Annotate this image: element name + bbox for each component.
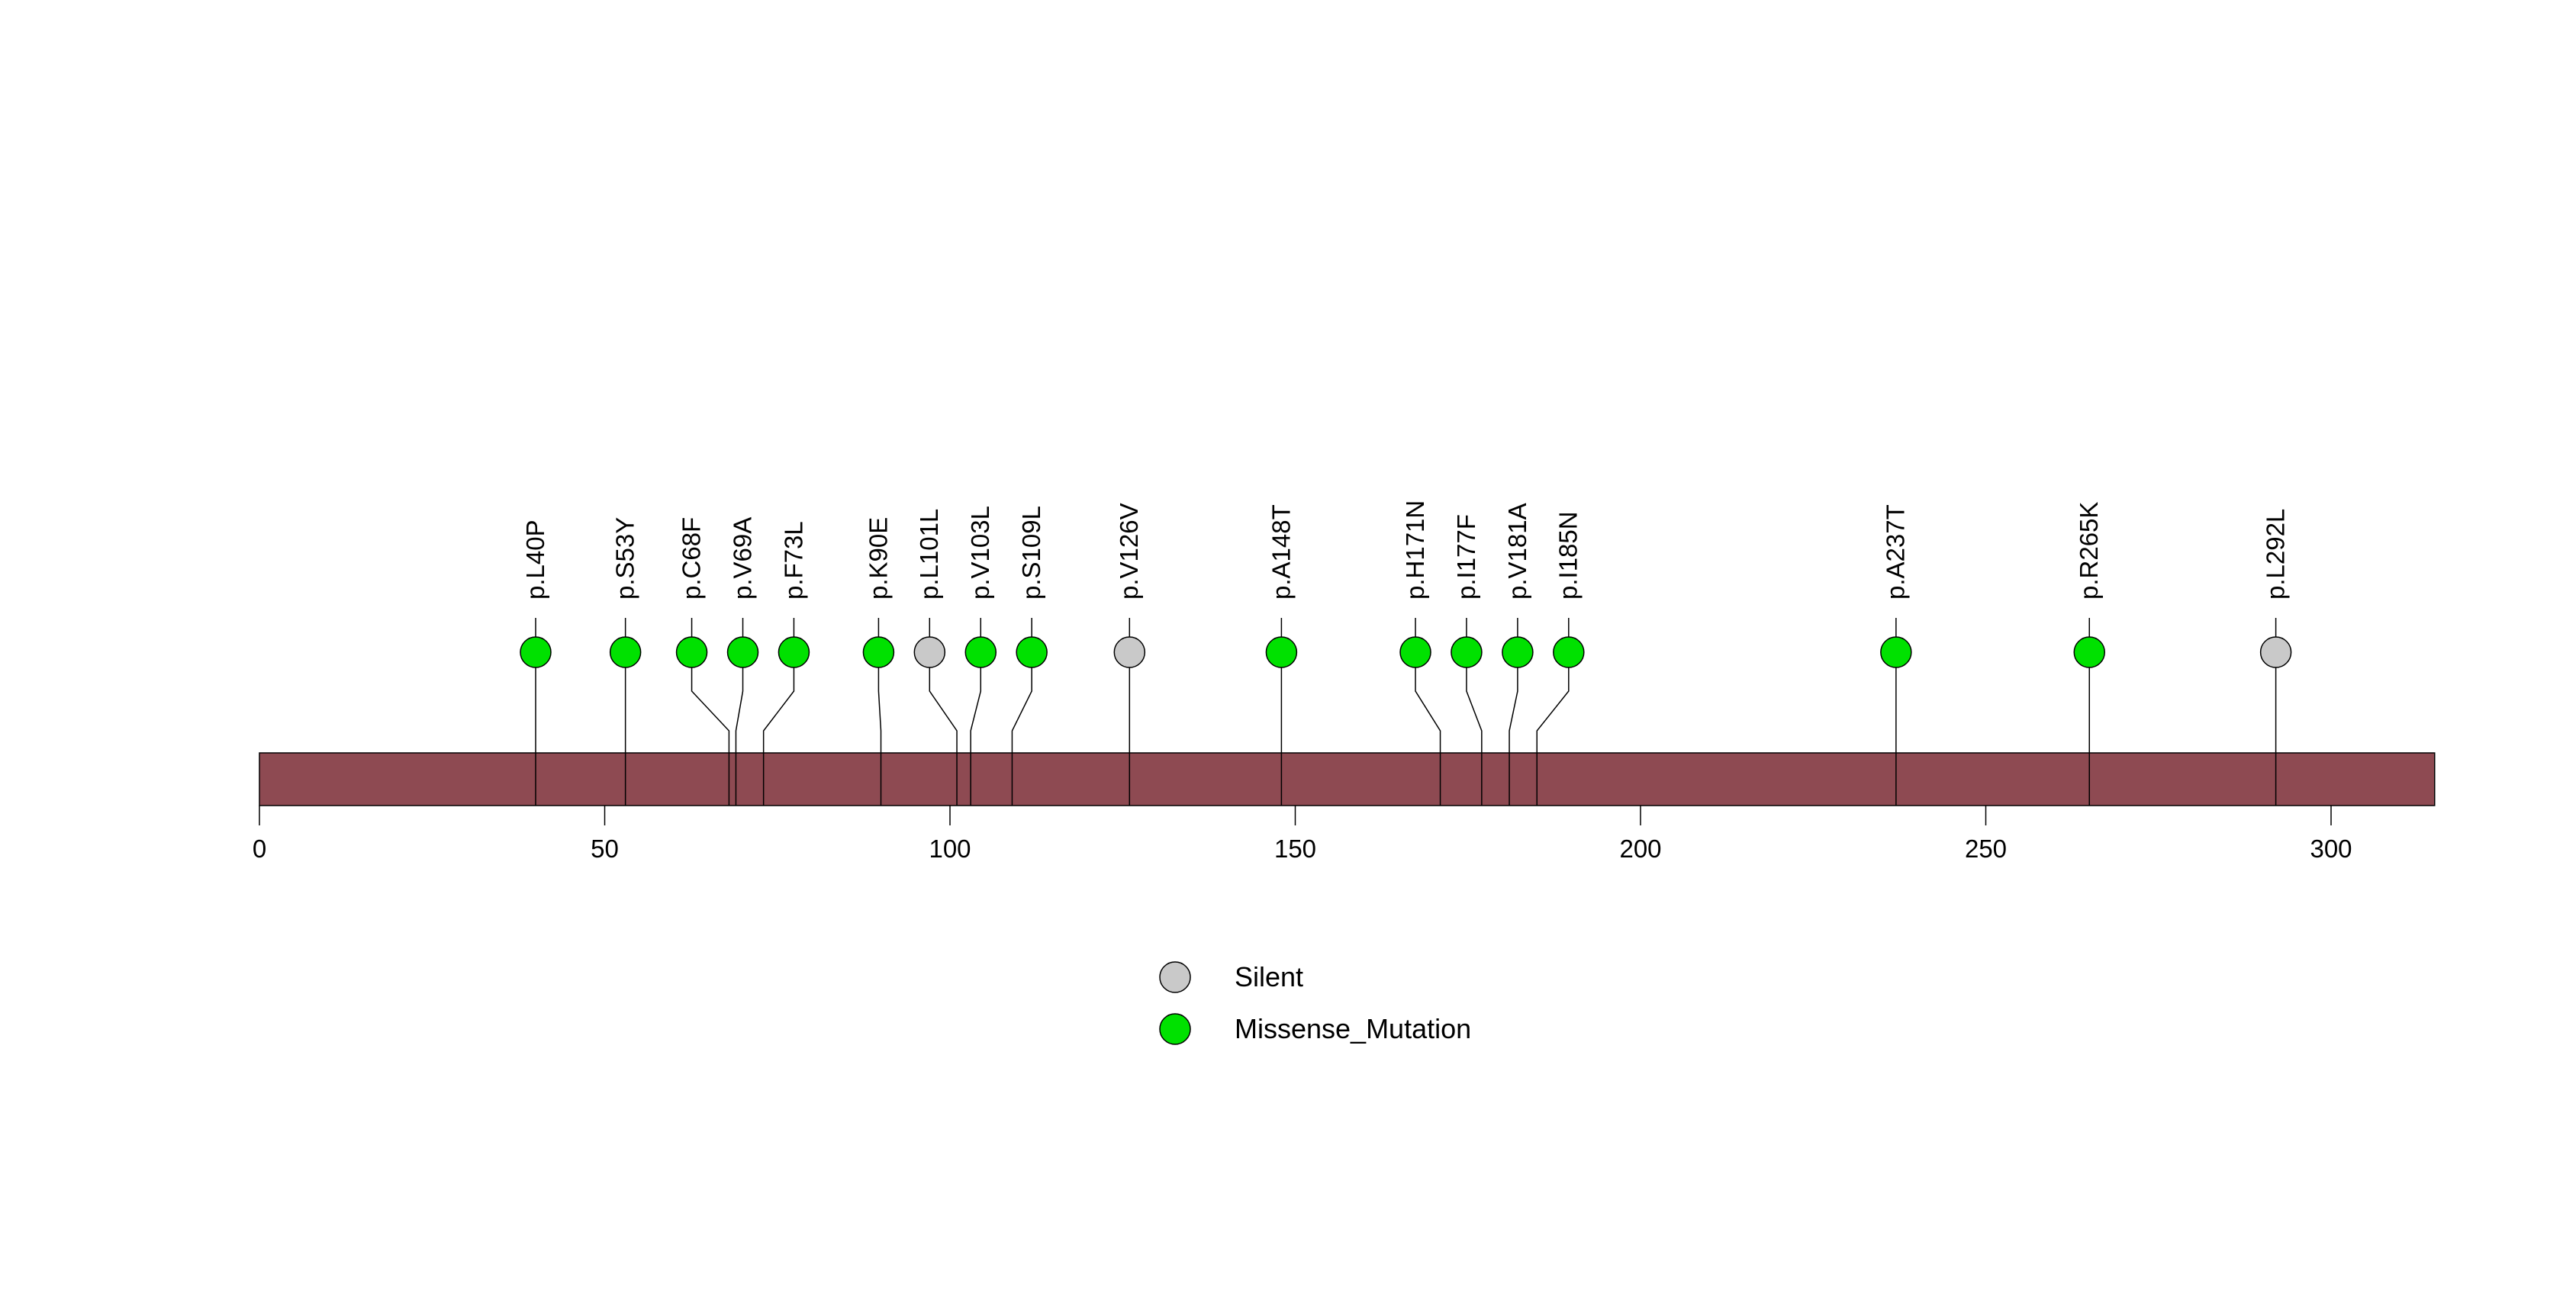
lollipop-circle	[1265, 636, 1298, 668]
mutation-label: p.L292L	[2261, 509, 2289, 600]
mutation-label: p.S53Y	[611, 517, 639, 600]
mutation-label: p.F73L	[779, 521, 807, 600]
lollipop-circle	[726, 636, 759, 668]
mutation-label: p.H171N	[1401, 500, 1429, 600]
mutation-label: p.K90E	[864, 517, 892, 600]
mutation-label: p.V69A	[728, 517, 756, 600]
mutation-label: p.S109L	[1017, 506, 1045, 600]
mutation-label: p.V103L	[966, 506, 994, 600]
axis-tick-label: 200	[1619, 835, 1661, 863]
legend-label: Missense_Mutation	[1235, 1013, 1471, 1044]
lollipop-circle	[1880, 636, 1912, 668]
mutation-label: p.L40P	[521, 519, 549, 600]
mutation-label: p.V181A	[1503, 503, 1531, 600]
lollipop-circle	[1553, 636, 1585, 668]
lollipop-circle	[675, 636, 708, 668]
mutation-label: p.C68F	[677, 517, 705, 600]
protein-domain-bar	[259, 752, 2436, 806]
lollipop-circle	[1451, 636, 1483, 668]
lollipop-circle	[1502, 636, 1534, 668]
axis-tick-label: 300	[2310, 835, 2352, 863]
lollipop-circle	[1399, 636, 1431, 668]
axis-tick-label: 100	[929, 835, 971, 863]
lollipop-circle	[913, 636, 946, 668]
lollipop-circle	[2259, 636, 2292, 668]
mutation-label: p.V126V	[1115, 503, 1143, 600]
mutation-label: p.A148T	[1267, 504, 1295, 600]
lollipop-circle	[964, 636, 997, 668]
lollipop-circle	[609, 636, 642, 668]
mutation-label: p.R265K	[2075, 502, 2103, 600]
mutation-label: p.I185N	[1554, 511, 1583, 600]
axis-tick-label: 150	[1274, 835, 1316, 863]
legend-label: Silent	[1235, 961, 1303, 992]
lollipop-circle	[2073, 636, 2105, 668]
axis-tick-label: 250	[1965, 835, 2007, 863]
axis-tick-label: 0	[253, 835, 266, 863]
mutation-label: p.I177F	[1452, 514, 1480, 600]
lollipop-circle	[1113, 636, 1146, 668]
mutation-label: p.L101L	[915, 509, 943, 600]
lollipop-circle	[778, 636, 810, 668]
lollipop-circle	[520, 636, 552, 668]
legend-swatch-silent	[1159, 961, 1191, 993]
axis-tick-label: 50	[591, 835, 619, 863]
lollipop-circle	[1016, 636, 1048, 668]
legend-swatch-missense_mutation	[1159, 1013, 1191, 1045]
lollipop-circle	[862, 636, 895, 668]
mutation-label: p.A237T	[1882, 504, 1910, 600]
